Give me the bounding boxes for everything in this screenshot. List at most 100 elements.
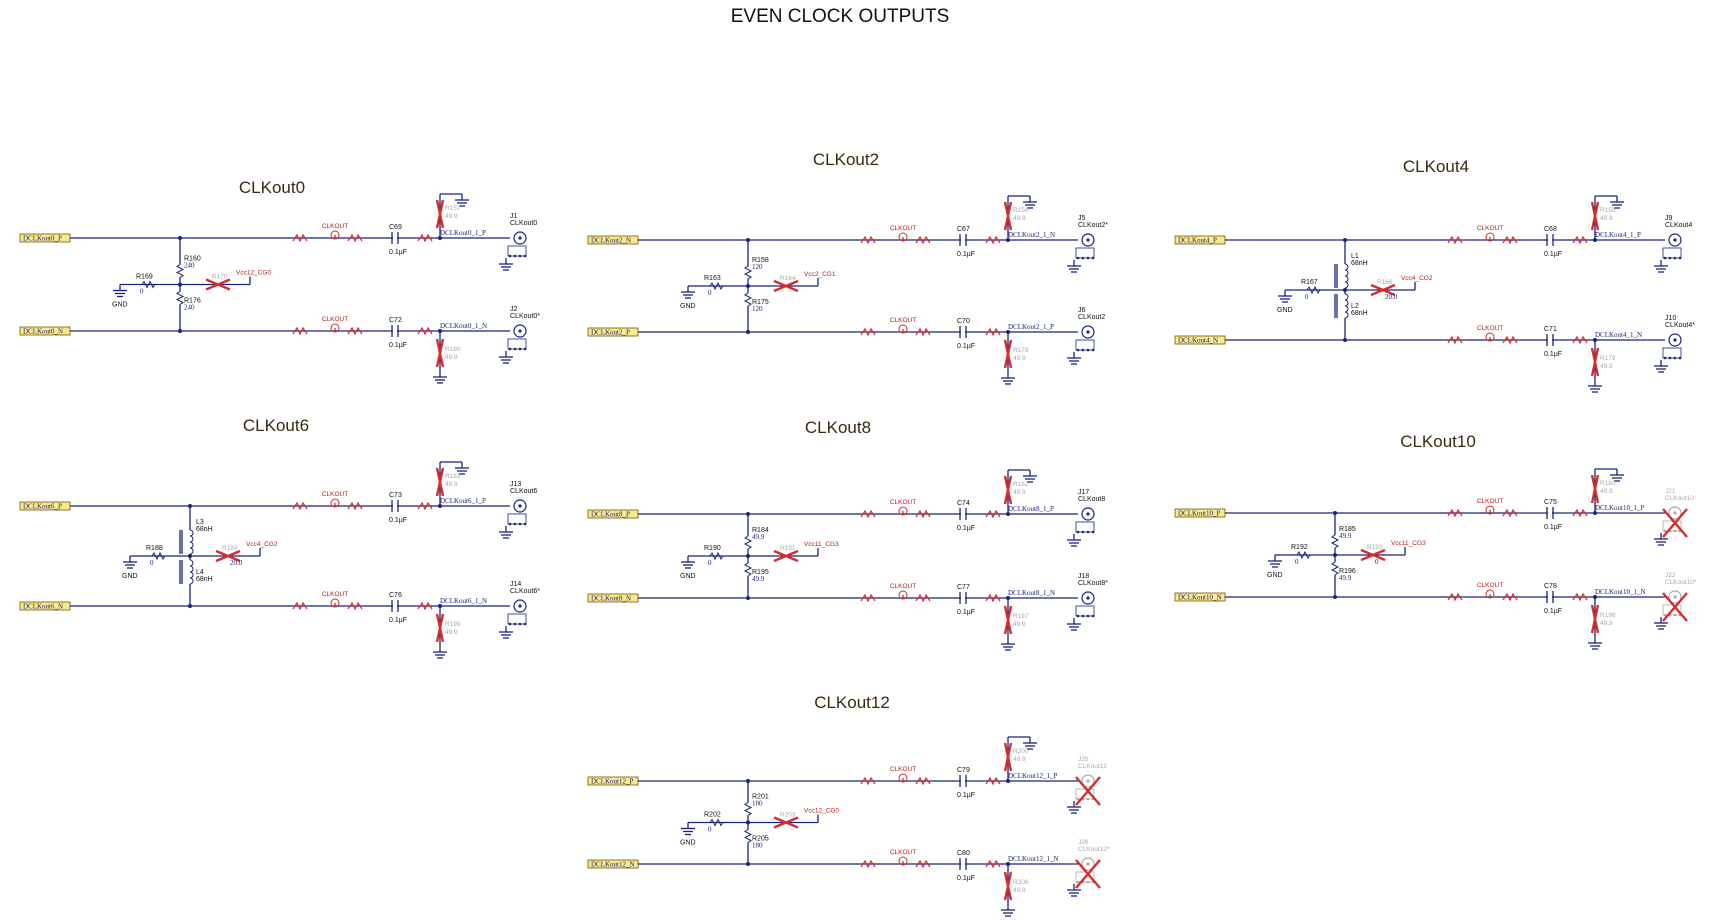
connector-ground-pin xyxy=(513,347,517,351)
trace-tap-icon xyxy=(860,859,876,869)
cap-value: 0.1µF xyxy=(957,792,975,799)
input-port: DCLKout2_P xyxy=(587,327,639,337)
ground-symbol xyxy=(1610,196,1624,209)
output-net-label: DCLKout2_1_P xyxy=(1008,323,1054,331)
resistor-ref: R175 xyxy=(752,299,769,306)
connector-ground-pin xyxy=(518,522,522,526)
shunt-value: 49.9 xyxy=(1013,756,1026,763)
input-port: DCLKout10_N xyxy=(1174,592,1226,602)
trace-tap-icon xyxy=(985,509,1001,519)
trace-tap-icon xyxy=(292,601,308,611)
connector-ref: J6 xyxy=(1078,307,1086,314)
resistor-zigzag xyxy=(709,818,724,827)
block-title: CLKout0 xyxy=(239,178,305,197)
connector-ref: J21 xyxy=(1665,488,1676,495)
connector-body xyxy=(1075,521,1095,533)
shunt-ref: R200 xyxy=(1013,748,1029,755)
connector-body xyxy=(507,613,527,625)
input-port: DCLKout12_P xyxy=(587,776,639,786)
dnp-stroke xyxy=(1662,508,1688,538)
connector-name: CLKout2 xyxy=(1078,314,1105,321)
trace-tap-icon xyxy=(1502,592,1518,602)
input-port: DCLKout6_N xyxy=(19,601,71,611)
trace-tap-icon xyxy=(417,233,433,243)
connector-ref: J17 xyxy=(1078,489,1089,496)
dnp-stroke xyxy=(1003,605,1013,635)
resistor-value: 120 xyxy=(752,263,763,271)
cap-value: 0.1µF xyxy=(957,251,975,258)
connector-body xyxy=(1662,247,1682,259)
ground-symbol xyxy=(1654,617,1668,630)
trace-tap-icon xyxy=(347,326,363,336)
dnp-stroke xyxy=(1662,592,1688,622)
connector-ground-pin xyxy=(1081,348,1085,352)
input-port: DCLKout8_P xyxy=(587,509,639,519)
dnp-mark-icon xyxy=(1662,508,1688,538)
output-net-label: DCLKout0_1_P xyxy=(440,229,486,237)
connector-ref: J14 xyxy=(510,581,521,588)
ground-label: GND xyxy=(680,840,696,847)
ground-symbol xyxy=(1067,884,1081,897)
block-title: CLKout4 xyxy=(1403,157,1469,176)
clock-output-blocks: CLKout0DCLKout0_PDCLKout0_NR160240R17624… xyxy=(19,150,1697,917)
connector-pin xyxy=(1673,238,1677,242)
resistor-value: 240 xyxy=(184,304,195,312)
port-label: DCLKout2_N xyxy=(591,237,631,245)
connector-ring xyxy=(513,324,527,338)
resistor-value: 0 xyxy=(1305,293,1309,301)
trace-tap-icon xyxy=(292,326,308,336)
connector-ground-pin xyxy=(1678,356,1682,360)
resistor-value: 0 xyxy=(708,559,712,567)
cap-gap xyxy=(393,604,397,608)
connector-name: CLKout6 xyxy=(510,488,537,495)
connector-ring xyxy=(1668,233,1682,247)
connector-ground-pin xyxy=(523,254,527,258)
connector-ref: J10 xyxy=(1665,315,1676,322)
ground-symbol xyxy=(1654,533,1668,546)
resistor-zigzag xyxy=(175,264,185,278)
connector-name: CLKout2* xyxy=(1078,222,1108,229)
port-label: DCLKout0_P xyxy=(23,235,62,243)
cap-gap xyxy=(1548,595,1552,599)
dnp-mark-icon xyxy=(1003,339,1013,369)
output-net-label: DCLKout10_1_P xyxy=(1595,504,1645,512)
input-port: DCLKout6_P xyxy=(19,501,71,511)
shunt-value: 49.9 xyxy=(1013,887,1026,894)
dnp-mark-icon xyxy=(1003,475,1013,505)
shunt-ref: R178 xyxy=(1013,347,1029,354)
connector-body xyxy=(1662,347,1682,359)
page-title: EVEN CLOCK OUTPUTS xyxy=(731,6,950,27)
connector-ground-pin xyxy=(508,622,512,626)
cap-value: 0.1µF xyxy=(957,525,975,532)
port-label: DCLKout8_P xyxy=(591,511,630,519)
ground-symbol xyxy=(1001,638,1015,651)
shunt-value: 49.9 xyxy=(1013,215,1026,222)
resistor-ref: R190 xyxy=(704,545,721,552)
cap-ref: C67 xyxy=(957,226,970,233)
vcc-net-label: Vcc12_CG0 xyxy=(804,808,839,815)
resistor-ref: R170 xyxy=(212,274,228,281)
connector-pin xyxy=(1086,779,1090,783)
resistor-ref: R205 xyxy=(752,836,769,843)
connector-ground-pin xyxy=(1678,256,1682,260)
dnp-mark-icon xyxy=(1590,347,1600,377)
connector-body xyxy=(1075,605,1095,617)
trace-tap-icon xyxy=(915,776,931,786)
connector-body xyxy=(507,338,527,350)
testpoint-icon: CLKOUT xyxy=(890,766,916,783)
connector-ground-pin xyxy=(1668,256,1672,260)
ground-label: GND xyxy=(1267,572,1283,579)
port-label: DCLKout4_N xyxy=(1178,337,1218,345)
connector-pin xyxy=(1673,338,1677,342)
dnp-mark-icon xyxy=(1003,201,1013,231)
testpoint-icon: CLKOUT xyxy=(322,316,348,333)
shunt-ref: R180 xyxy=(445,346,461,353)
connector-ground-pin xyxy=(1091,348,1095,352)
connector-name: CLKout6* xyxy=(510,588,540,595)
